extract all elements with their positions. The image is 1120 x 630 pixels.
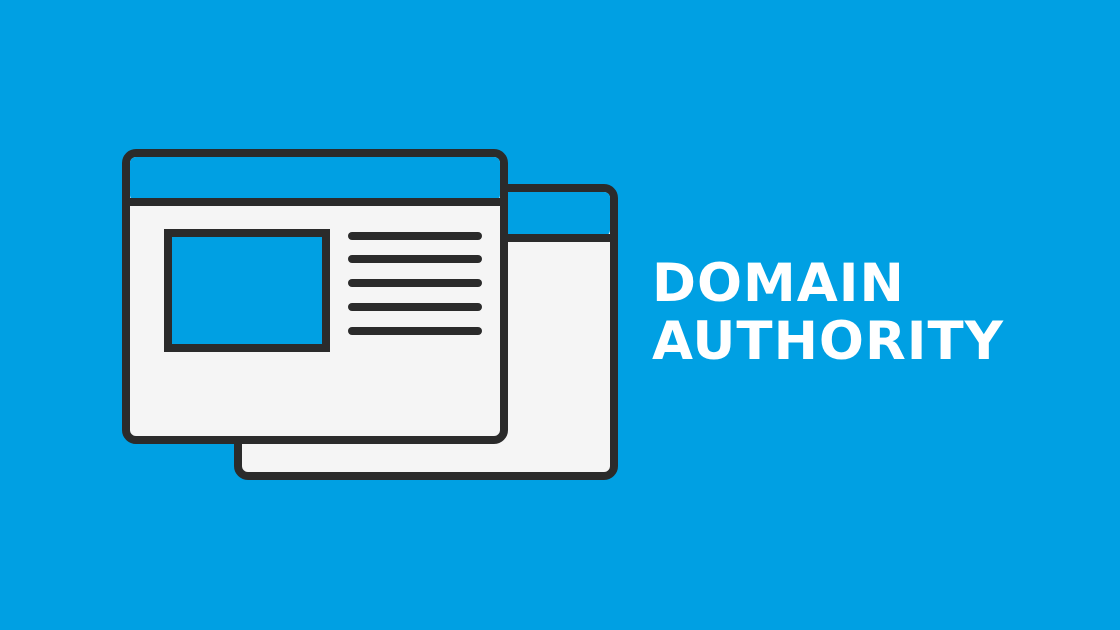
front-window-titlebar — [130, 157, 500, 201]
front-window-icon — [122, 149, 508, 444]
page-title: DOMAIN AUTHORITY — [652, 255, 1092, 371]
title-line-2: AUTHORITY — [652, 311, 1005, 372]
text-lines-icon — [348, 232, 482, 335]
title-line-1: DOMAIN — [652, 253, 905, 314]
image-placeholder-icon — [164, 229, 330, 352]
